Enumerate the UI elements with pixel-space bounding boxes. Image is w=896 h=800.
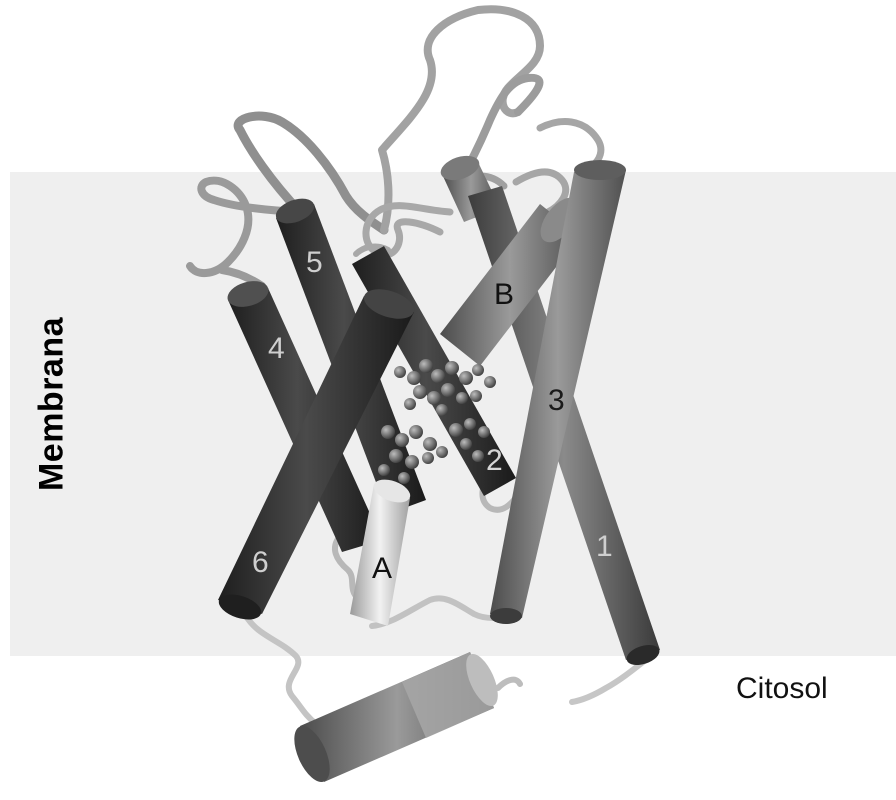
helix-5-label: 5: [306, 246, 323, 279]
helix-a-label: A: [372, 552, 392, 585]
helix-b-label: B: [494, 278, 514, 311]
helix-2-label: 2: [486, 444, 503, 477]
helix-4-label: 4: [268, 332, 285, 365]
helix-3-label: 3: [548, 384, 565, 417]
helix-1-label: 1: [596, 530, 613, 563]
helix-cytosolic: [287, 650, 504, 788]
cytosol-label: Citosol: [736, 672, 828, 706]
helix-6-label: 6: [252, 546, 269, 579]
membrane-label: Membrana: [33, 317, 72, 491]
